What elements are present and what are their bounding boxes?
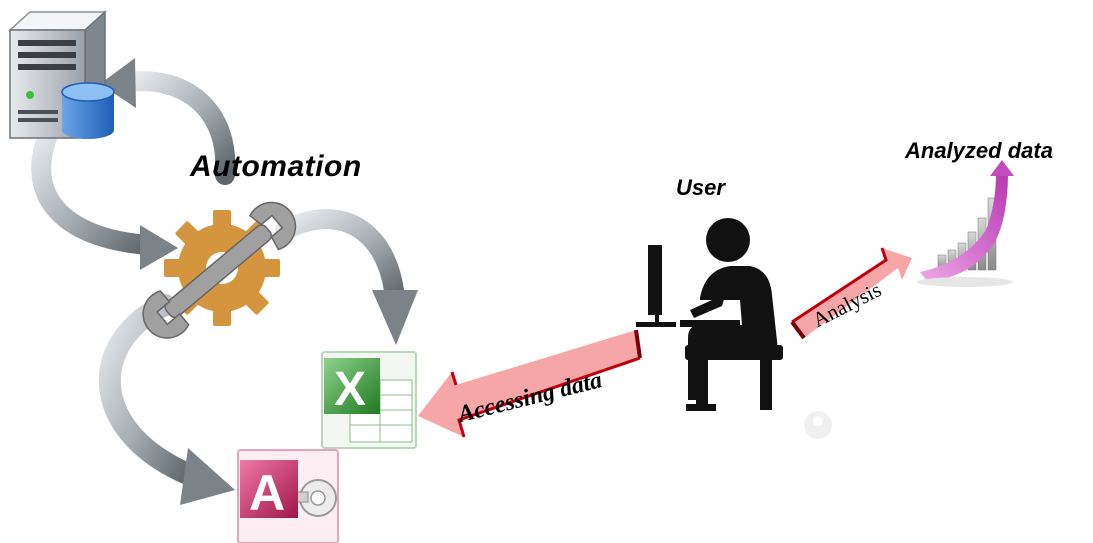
accessing-data-arrow <box>418 329 642 438</box>
access-icon: A <box>237 449 339 543</box>
growth-chart-icon <box>917 160 1014 287</box>
user-at-computer-icon <box>636 218 783 411</box>
analysis-arrow <box>790 247 912 340</box>
watermark-icon <box>804 411 832 439</box>
curved-arrow-gear-to-access <box>98 294 235 505</box>
server-database-icon <box>8 10 115 140</box>
excel-icon: X <box>321 351 417 449</box>
curved-arrow-to-server <box>100 58 236 185</box>
curved-arrow-server-to-gear <box>31 120 178 270</box>
gear-wrench-icon <box>142 201 297 339</box>
svg-text:A: A <box>249 465 285 521</box>
automation-label: Automation <box>190 150 362 183</box>
curved-arrow-gear-to-excel <box>275 209 418 345</box>
analyzed-data-label: Analyzed data <box>905 138 1053 163</box>
user-label: User <box>676 175 725 200</box>
svg-text:X: X <box>334 363 366 416</box>
